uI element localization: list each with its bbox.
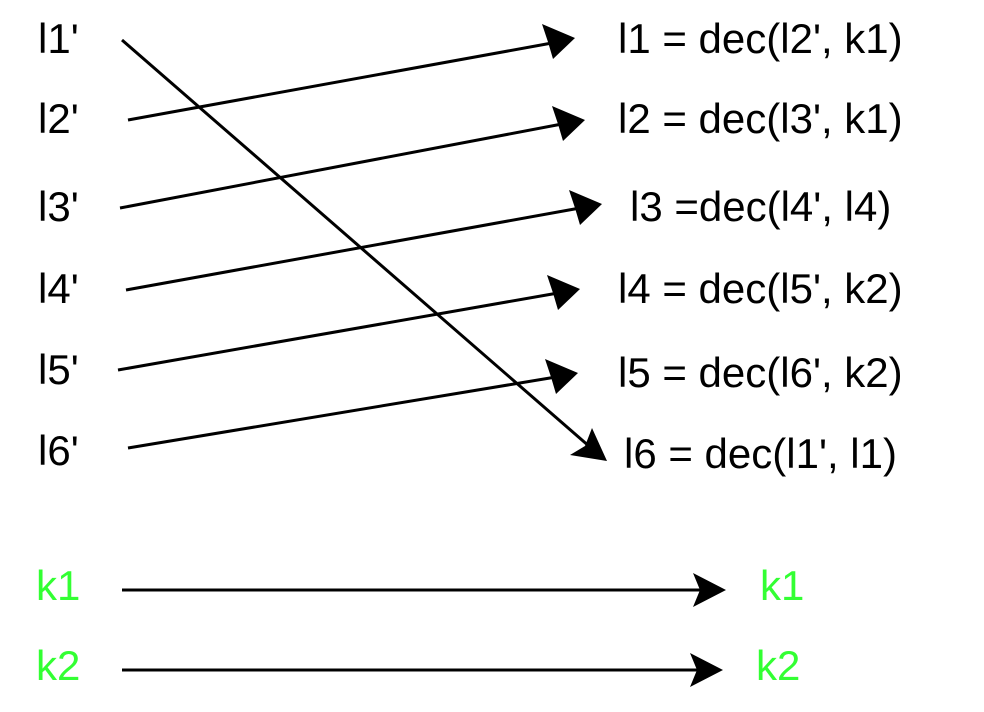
arrow-l6-to-l5 [127,375,557,450]
arrowhead [570,428,607,461]
right-label-l6: l6 = dec(l1', l1) [624,430,897,477]
right-label-l1: l1 = dec(l2', k1) [618,15,903,62]
arrowhead [547,275,580,310]
key-left-k2: k2 [36,642,81,689]
left-label-l3: l3' [38,183,79,230]
arrow-l5-to-l4 [117,291,559,372]
arrowhead [545,359,578,394]
arrow-l1-to-l6 [121,38,591,449]
arrowhead [690,653,723,687]
right-label-l5: l5 = dec(l6', k2) [618,349,903,396]
right-label-l3: l3 =dec(l4', l4) [630,183,892,230]
key-right-k2: k2 [756,642,801,689]
arrow-l3-to-l2 [119,122,563,210]
left-label-l4: l4' [38,265,79,312]
key-right-k1: k1 [760,562,805,609]
arrowhead [569,190,602,225]
arrowhead [552,106,585,141]
left-label-l5: l5' [38,346,79,393]
arrow-l4-to-l3 [125,206,581,292]
arrowhead [693,573,726,607]
key-left-k1: k1 [36,562,81,609]
left-label-l6: l6' [38,427,79,474]
right-label-l4: l4 = dec(l5', k2) [618,265,903,312]
right-label-l2: l2 = dec(l3', k1) [618,95,903,142]
left-label-l2: l2' [38,95,79,142]
arrow-l2-to-l1 [127,41,553,122]
left-label-l1: l1' [38,15,79,62]
arrowhead [542,24,575,59]
